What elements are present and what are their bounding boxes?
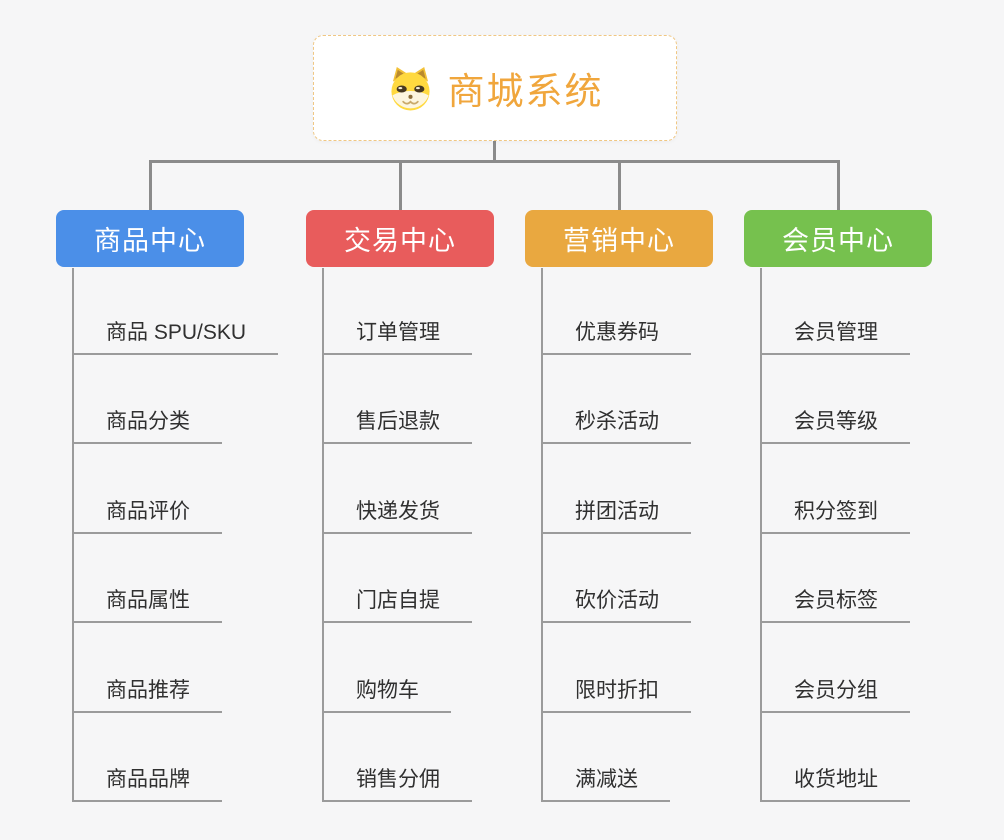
leaf-label: 快递发货: [322, 495, 472, 534]
leaf-label: 购物车: [322, 674, 451, 713]
leaf-node[interactable]: 拼团活动: [541, 444, 691, 534]
leaf-node[interactable]: 购物车: [322, 623, 472, 713]
leaf-node[interactable]: 会员标签: [760, 534, 910, 624]
leaf-label: 商品属性: [72, 584, 222, 624]
branch-label: 商品中心: [94, 226, 206, 256]
branch-children-member: 会员管理 会员等级 积分签到 会员标签 会员分组 收货地址: [760, 268, 910, 802]
leaf-label: 积分签到: [760, 495, 910, 534]
leaf-label: 商品 SPU/SKU: [72, 316, 279, 355]
leaf-node[interactable]: 商品属性: [72, 534, 278, 624]
leaf-label: 收货地址: [760, 763, 910, 802]
connector-horizontal: [149, 160, 840, 163]
leaf-label: 满减送: [541, 763, 670, 802]
root-title: 商城系统: [447, 71, 604, 112]
leaf-label: 销售分佣: [322, 763, 472, 802]
leaf-label: 会员等级: [760, 405, 910, 445]
leaf-node[interactable]: 商品 SPU/SKU: [72, 268, 279, 355]
leaf-node[interactable]: 商品评价: [72, 444, 278, 534]
branch-node-trade-center[interactable]: 交易中心: [306, 210, 494, 267]
leaf-label: 拼团活动: [541, 495, 691, 534]
connector-drop-product: [149, 160, 152, 211]
branch-children-trade: 订单管理 售后退款 快递发货 门店自提 购物车 销售分佣: [322, 268, 472, 802]
leaf-label: 会员分组: [760, 674, 910, 713]
branch-node-product-center[interactable]: 商品中心: [56, 210, 244, 267]
leaf-node[interactable]: 订单管理: [322, 268, 472, 355]
leaf-label: 商品分类: [72, 405, 222, 445]
branch-node-member-center[interactable]: 会员中心: [744, 210, 932, 267]
leaf-node[interactable]: 优惠券码: [541, 268, 691, 355]
leaf-label: 商品品牌: [72, 763, 222, 802]
branch-node-marketing-center[interactable]: 营销中心: [525, 210, 713, 267]
leaf-label: 售后退款: [322, 405, 472, 445]
leaf-node[interactable]: 会员分组: [760, 623, 910, 713]
leaf-label: 门店自提: [322, 584, 472, 624]
leaf-label: 砍价活动: [541, 584, 691, 624]
connector-root-stub: [493, 139, 496, 162]
leaf-node[interactable]: 会员管理: [760, 268, 910, 355]
leaf-label: 限时折扣: [541, 674, 691, 713]
leaf-node[interactable]: 积分签到: [760, 444, 910, 534]
connector-drop-marketing: [618, 160, 621, 211]
leaf-node[interactable]: 秒杀活动: [541, 355, 691, 445]
branch-label: 营销中心: [563, 226, 675, 256]
branch-children-marketing: 优惠券码 秒杀活动 拼团活动 砍价活动 限时折扣 满减送: [541, 268, 691, 802]
leaf-label: 会员标签: [760, 584, 910, 624]
branch-children-product: 商品 SPU/SKU 商品分类 商品评价 商品属性 商品推荐 商品品牌: [72, 268, 279, 802]
leaf-node[interactable]: 门店自提: [322, 534, 472, 624]
leaf-node[interactable]: 收货地址: [760, 713, 910, 802]
leaf-label: 商品评价: [72, 495, 222, 534]
leaf-node[interactable]: 砍价活动: [541, 534, 691, 624]
connector-drop-member: [837, 160, 840, 211]
leaf-node[interactable]: 满减送: [541, 713, 691, 802]
leaf-node[interactable]: 售后退款: [322, 355, 472, 445]
root-node[interactable]: 商城系统: [313, 35, 677, 141]
connector-drop-trade: [399, 160, 402, 211]
leaf-node[interactable]: 限时折扣: [541, 623, 691, 713]
leaf-label: 秒杀活动: [541, 405, 691, 445]
branch-label: 会员中心: [782, 226, 894, 256]
dog-face-icon: [387, 66, 434, 111]
leaf-node[interactable]: 商品推荐: [72, 623, 278, 713]
leaf-node[interactable]: 快递发货: [322, 444, 472, 534]
leaf-node[interactable]: 销售分佣: [322, 713, 472, 802]
leaf-label: 订单管理: [322, 316, 472, 355]
leaf-node[interactable]: 会员等级: [760, 355, 910, 445]
leaf-label: 会员管理: [760, 316, 910, 355]
leaf-label: 商品推荐: [72, 674, 222, 713]
branch-label: 交易中心: [344, 226, 456, 256]
leaf-node[interactable]: 商品品牌: [72, 713, 278, 802]
leaf-label: 优惠券码: [541, 316, 691, 355]
leaf-node[interactable]: 商品分类: [72, 355, 278, 445]
